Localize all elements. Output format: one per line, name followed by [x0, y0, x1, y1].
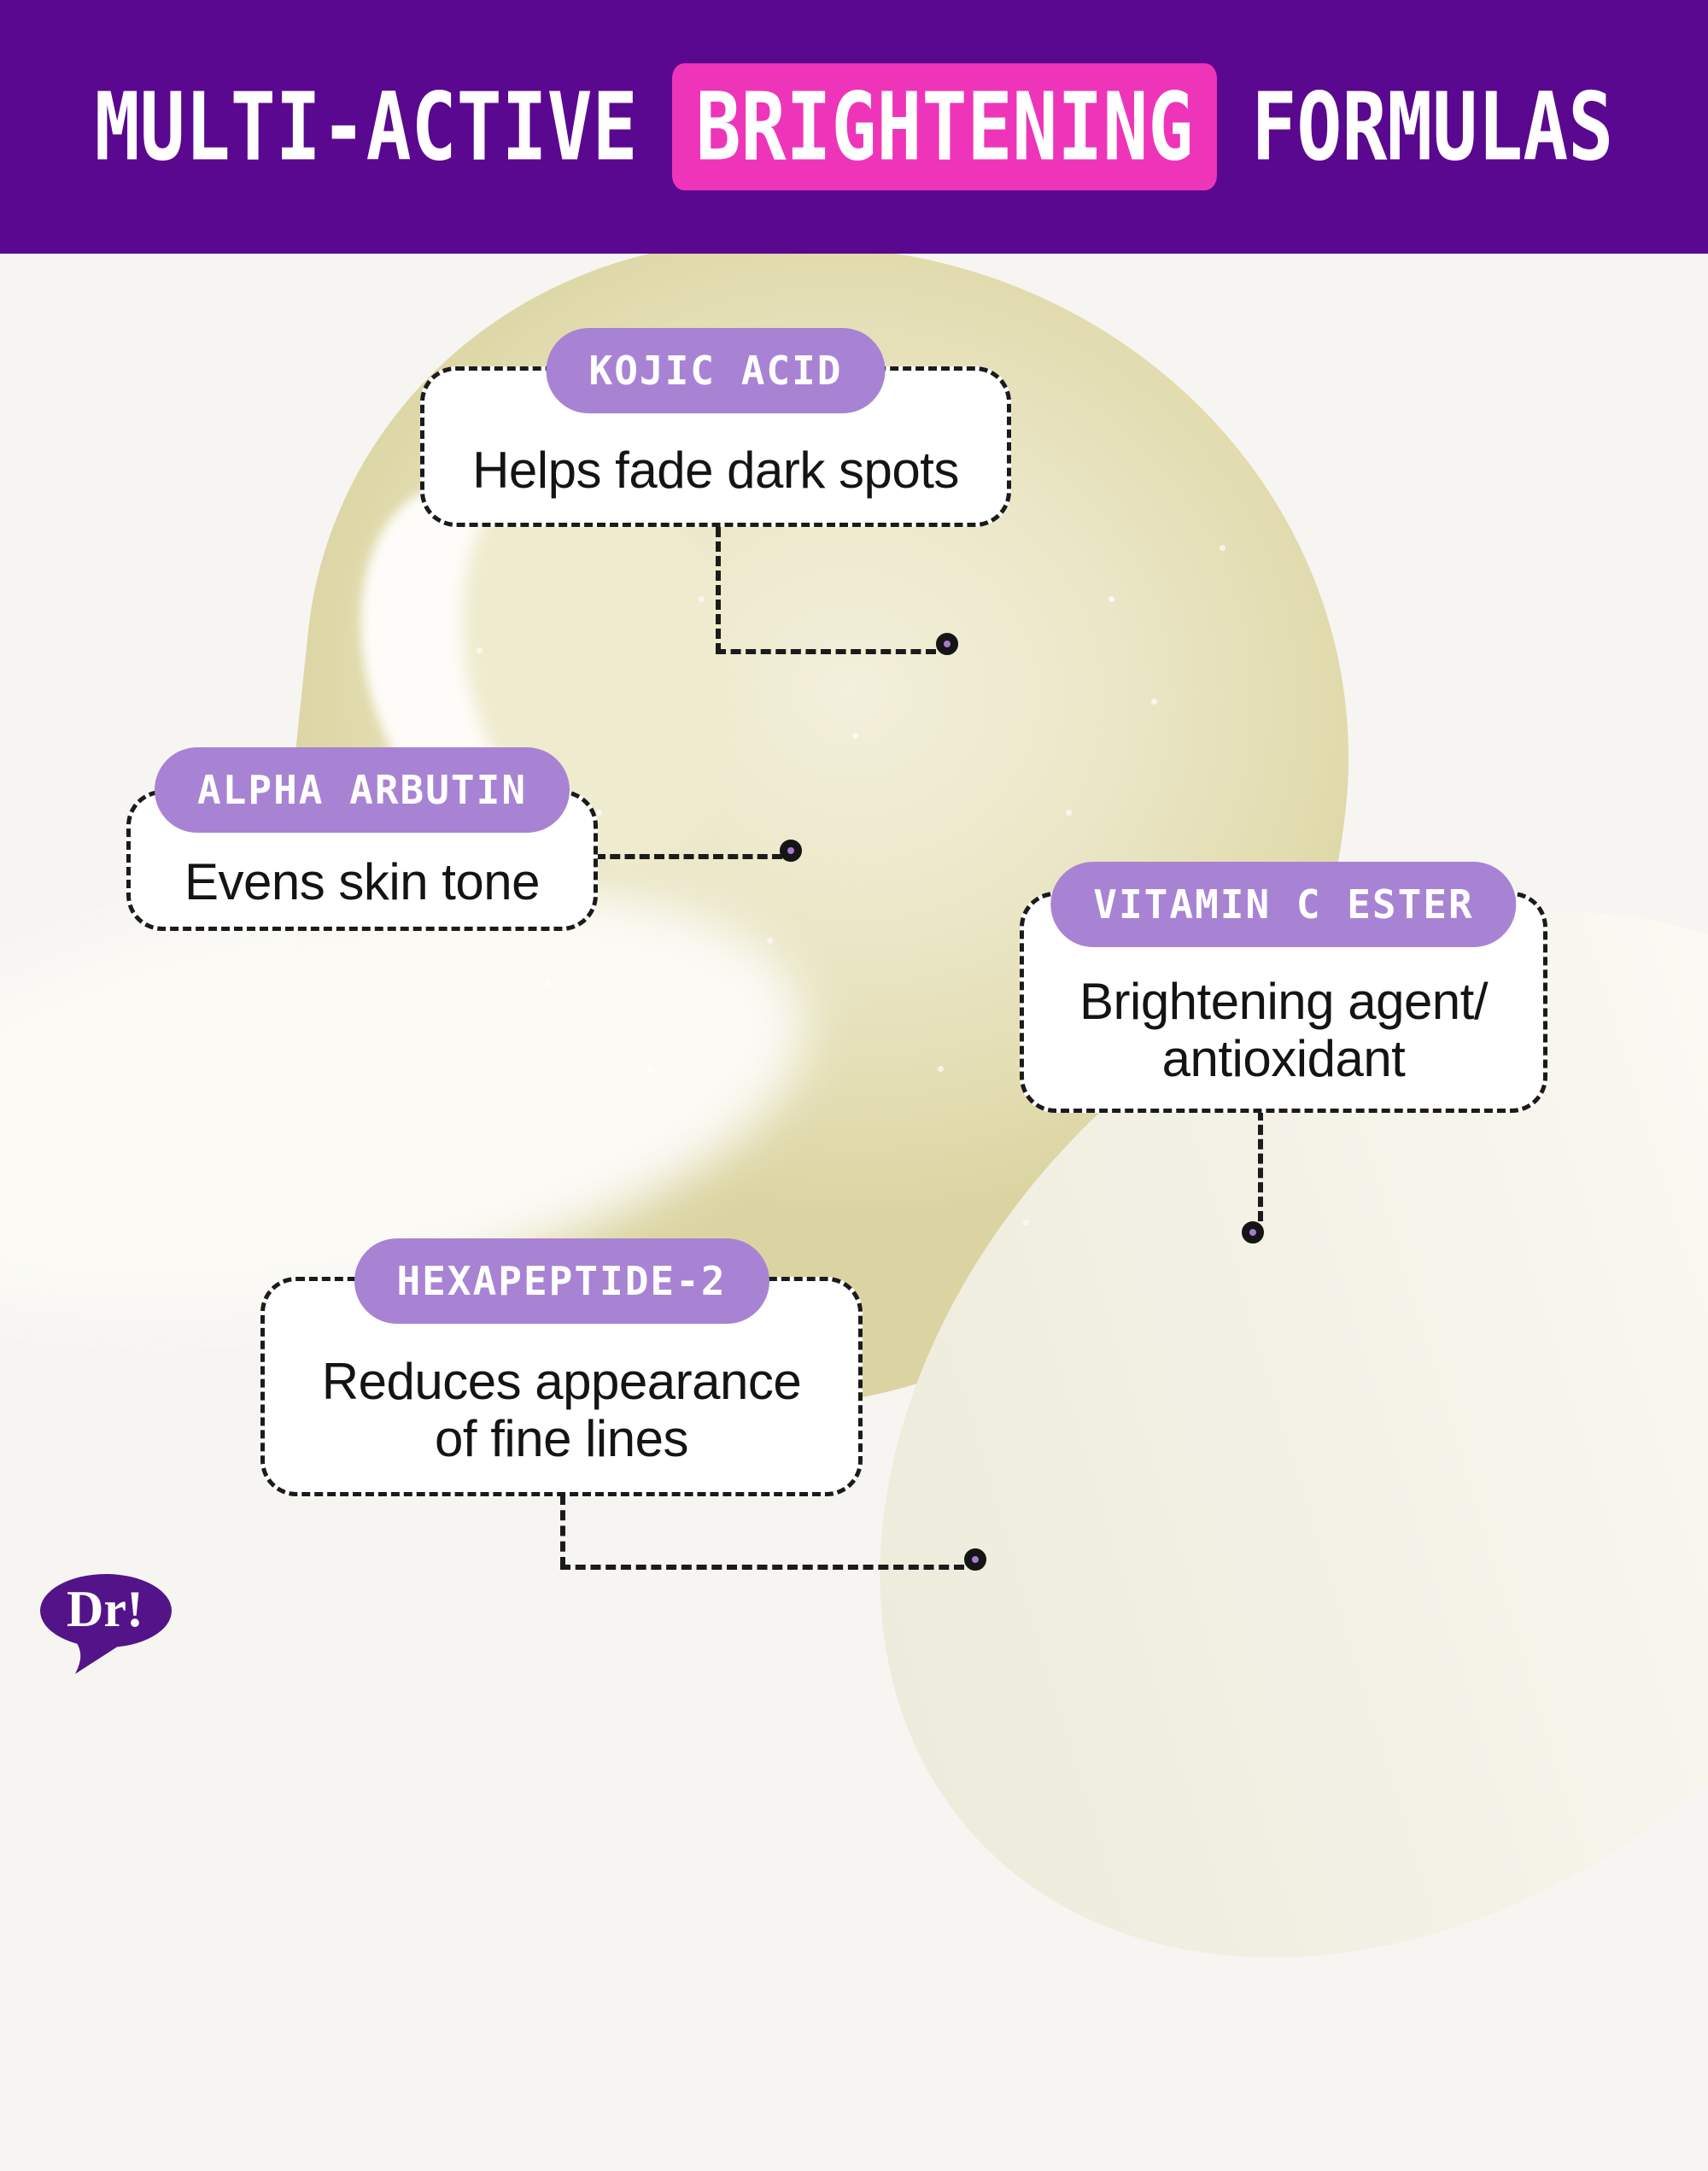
ingredient-pill-kojic-acid: KOJIC ACID — [546, 328, 886, 413]
ingredient-label: HEXAPEPTIDE-2 — [396, 1258, 727, 1304]
callout-kojic-acid: KOJIC ACID Helps fade dark spots — [420, 328, 1011, 527]
connector-kojic-vertical — [716, 527, 721, 653]
connector-dot-vitaminc — [1242, 1221, 1264, 1243]
connector-dot-kojic — [936, 633, 958, 655]
callout-alpha-arbutin: ALPHA ARBUTIN Evens skin tone — [126, 747, 598, 931]
logo-text: Dr! — [67, 1581, 143, 1637]
connector-hexapeptide-vertical — [560, 1495, 565, 1567]
connector-alpha-horizontal — [595, 854, 782, 859]
ingredient-label: VITAMIN C ESTER — [1093, 881, 1474, 928]
ingredient-description: Helps fade dark spots — [472, 441, 959, 499]
connector-kojic-horizontal — [716, 649, 936, 654]
callout-hexapeptide-2: HEXAPEPTIDE-2 Reduces appearance of fine… — [260, 1238, 863, 1496]
title-segment: FORMULAS — [1251, 72, 1614, 182]
title-segment-highlighted: BRIGHTENING — [671, 63, 1218, 190]
header-band: MULTI-ACTIVE BRIGHTENING FORMULAS — [0, 0, 1708, 254]
ingredient-description: Reduces appearance of fine lines — [321, 1352, 802, 1467]
page-title: MULTI-ACTIVE BRIGHTENING FORMULAS — [95, 63, 1613, 190]
ingredient-description: Evens skin tone — [184, 852, 541, 910]
connector-dot-alpha — [780, 840, 802, 862]
ingredient-pill-vitamin-c-ester: VITAMIN C ESTER — [1050, 862, 1517, 947]
connector-dot-hexapeptide — [964, 1548, 986, 1571]
speech-bubble-icon — [40, 1574, 172, 1674]
ingredient-description: Brightening agent/ antioxidant — [1079, 972, 1489, 1087]
ingredient-pill-alpha-arbutin: ALPHA ARBUTIN — [154, 747, 570, 833]
callout-box: Reduces appearance of fine lines — [260, 1277, 863, 1496]
brand-logo: Dr! — [34, 1571, 179, 1682]
connector-vitaminc-vertical — [1258, 1110, 1263, 1221]
ingredient-label: KOJIC ACID — [588, 348, 843, 394]
title-segment: MULTI-ACTIVE — [94, 72, 638, 182]
connector-hexapeptide-horizontal — [560, 1565, 964, 1570]
ingredient-label: ALPHA ARBUTIN — [196, 767, 528, 813]
ingredient-pill-hexapeptide-2: HEXAPEPTIDE-2 — [354, 1238, 769, 1324]
callout-vitamin-c-ester: VITAMIN C ESTER Brightening agent/ antio… — [1020, 862, 1547, 1113]
